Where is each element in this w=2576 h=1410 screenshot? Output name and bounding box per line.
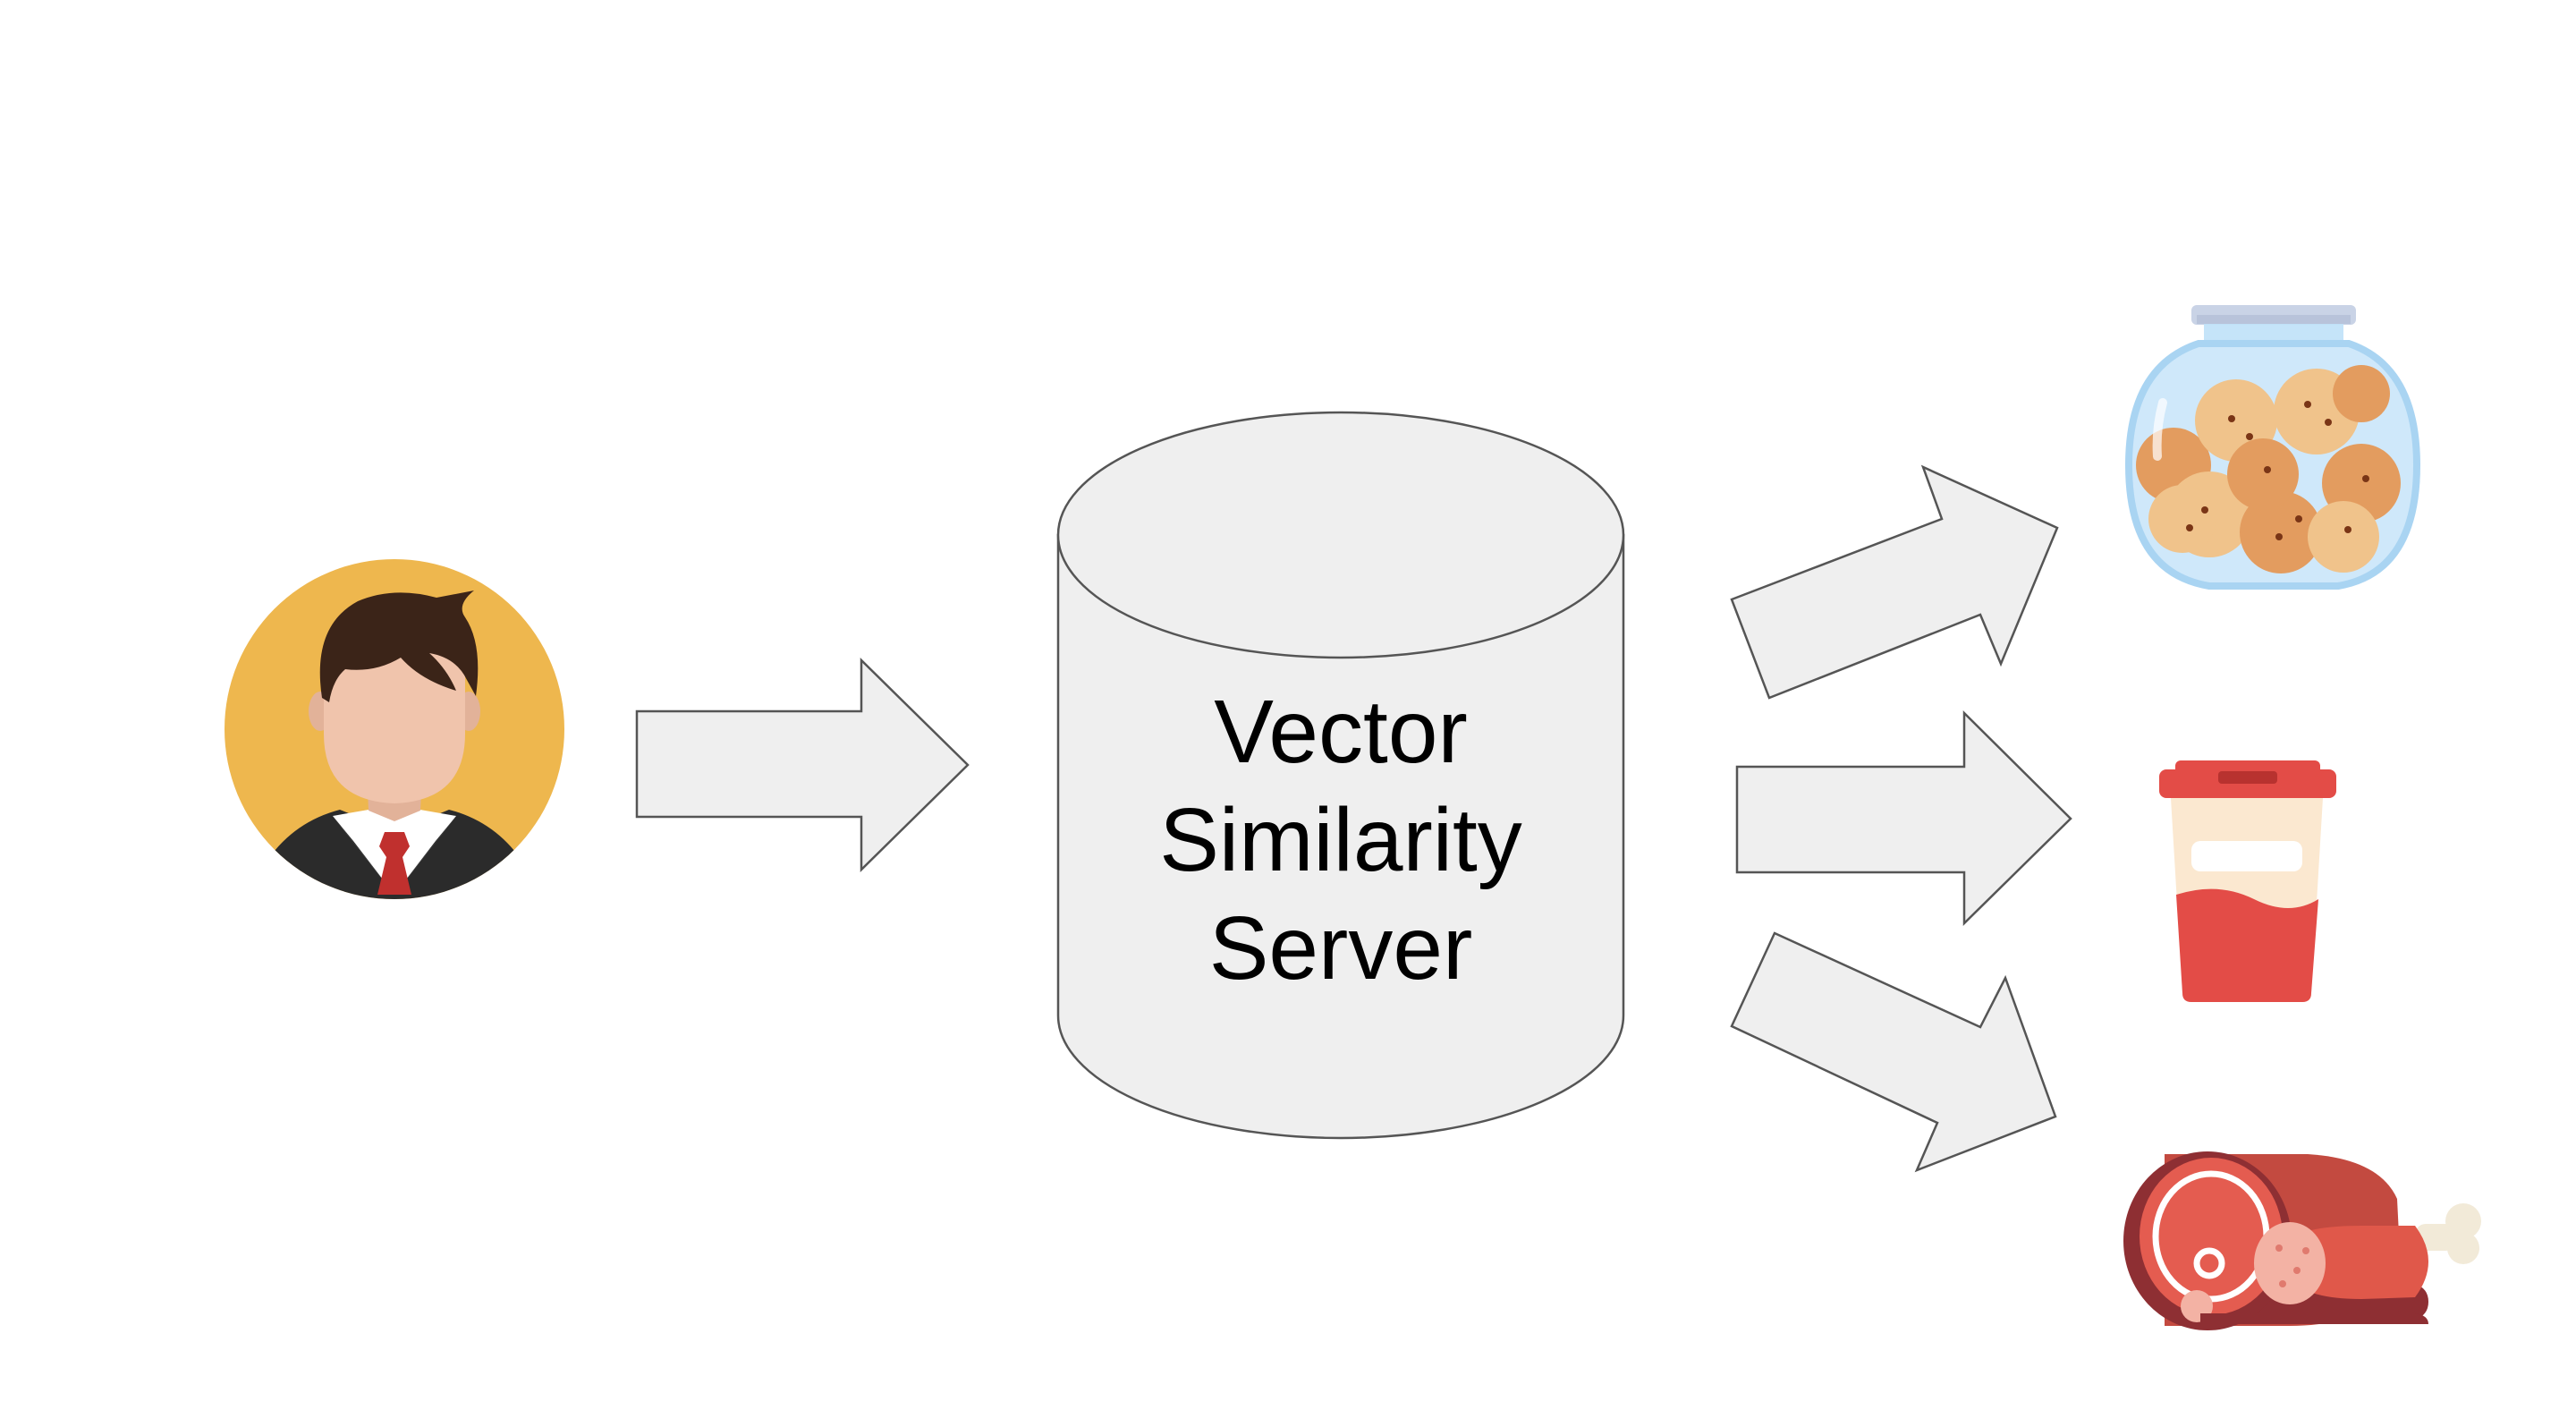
server-cylinder-body — [1056, 533, 1625, 1140]
meat-icon — [2123, 1151, 2481, 1330]
cookie-jar-icon — [2124, 305, 2421, 590]
user-avatar-icon — [225, 559, 564, 899]
input-arrow — [635, 658, 970, 872]
avatar-hair — [319, 590, 479, 702]
drink-cup-icon — [2159, 760, 2336, 1002]
server-label-line-1: Vector — [1214, 682, 1468, 782]
vector-similarity-server: Vector Similarity Server — [1056, 411, 1625, 1140]
server-cylinder-top — [1056, 411, 1625, 659]
output-arrow-to-drink — [1735, 710, 2072, 926]
avatar-tie — [377, 832, 411, 895]
output-arrow-to-meat — [1730, 931, 2057, 1173]
output-arrow-to-cookies — [1730, 464, 2059, 700]
server-label-line-3: Server — [1209, 898, 1473, 998]
server-label-line-2: Similarity — [1159, 790, 1522, 890]
